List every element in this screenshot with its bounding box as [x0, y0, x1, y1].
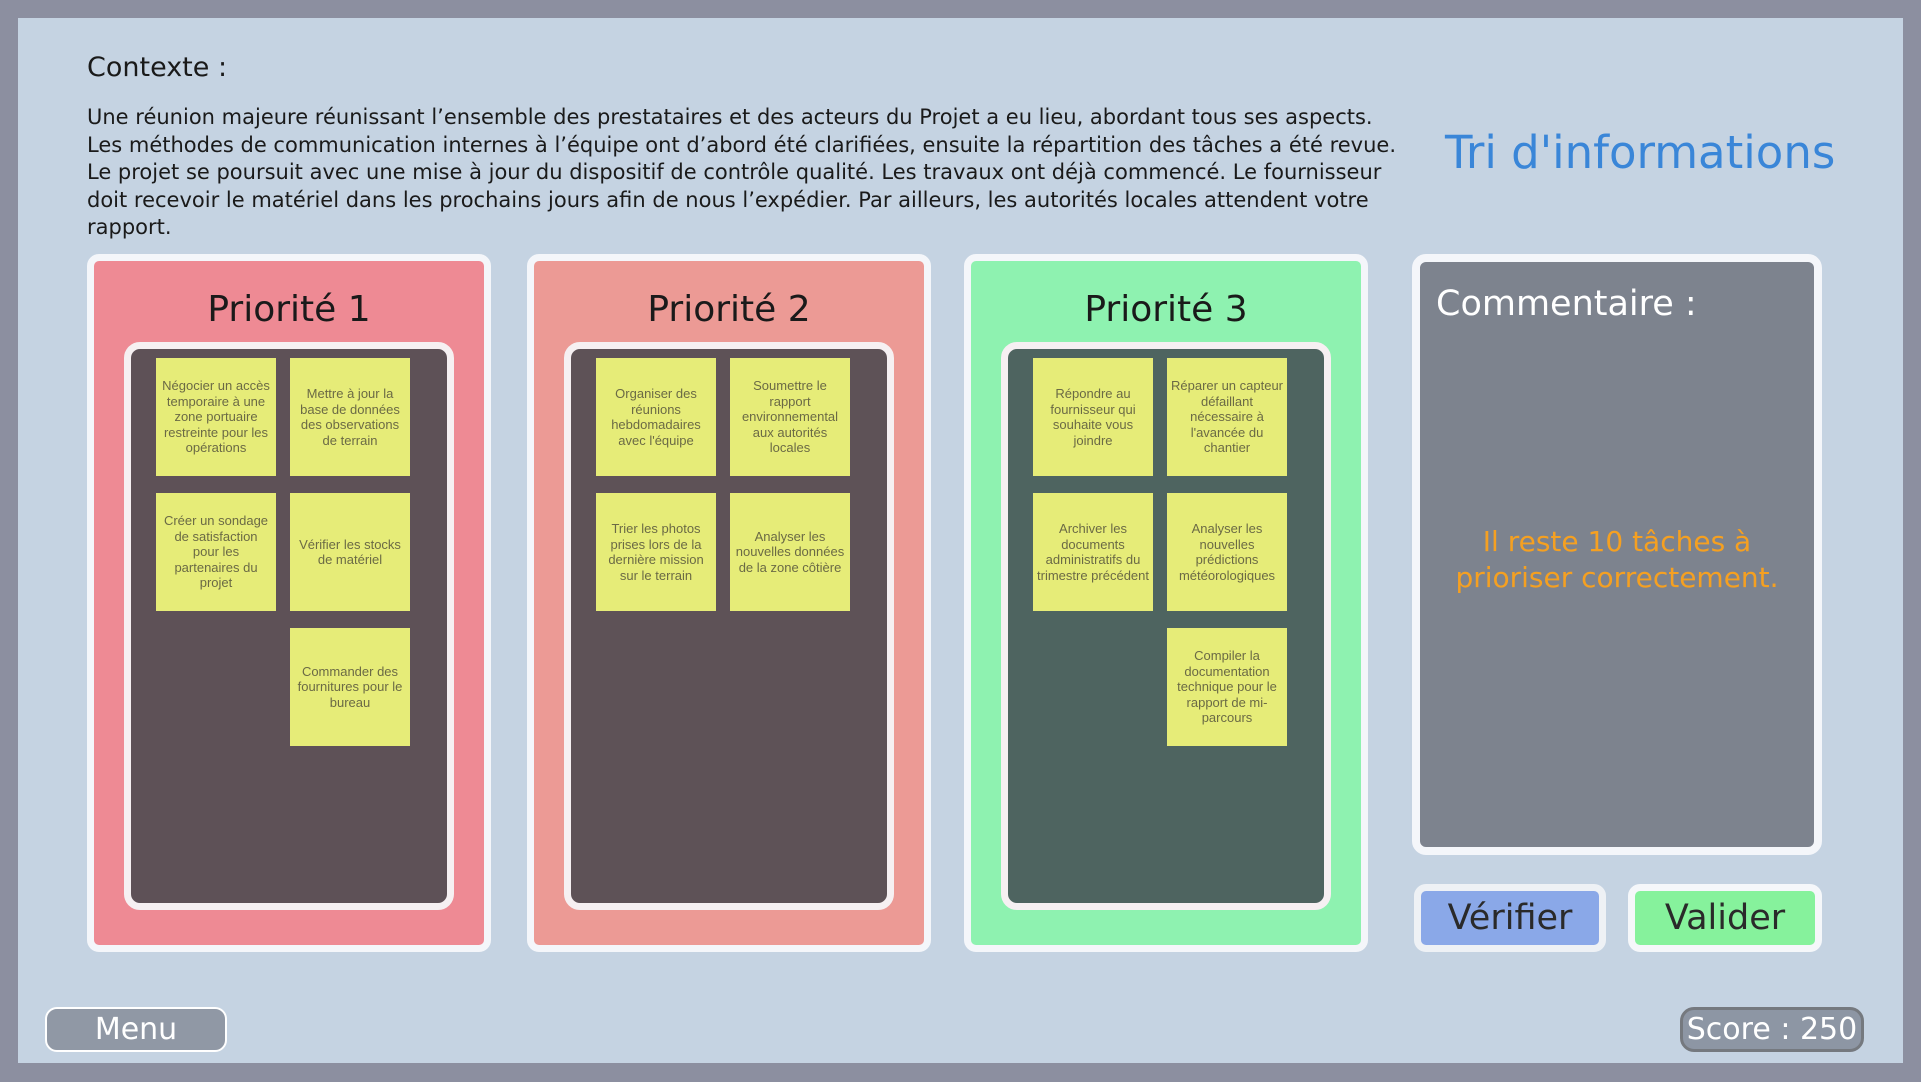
task-note[interactable]: Commander des fournitures pour le bureau [290, 628, 410, 746]
comment-title: Commentaire : [1436, 284, 1697, 324]
task-note[interactable]: Négocier un accès temporaire à une zone … [156, 358, 276, 476]
task-note[interactable]: Vérifier les stocks de matériel [290, 493, 410, 611]
task-note[interactable]: Réparer un capteur défaillant nécessaire… [1167, 358, 1287, 476]
task-note[interactable]: Analyser les nouvelles prédictions météo… [1167, 493, 1287, 611]
priority-1-panel: Priorité 1 Négocier un accès temporaire à… [87, 254, 491, 952]
comment-message: Il reste 10 tâches à prioriser correctem… [1455, 525, 1779, 594]
priority-1-drop-zone[interactable]: Négocier un accès temporaire à une zone … [124, 342, 454, 910]
comment-panel: Commentaire : Il reste 10 tâches à prior… [1412, 254, 1822, 855]
task-note[interactable]: Organiser des réunions hebdomadaires ave… [596, 358, 716, 476]
validate-button[interactable]: Valider [1628, 884, 1822, 952]
priority-3-panel: Priorité 3 Répondre au fournisseur qui so… [964, 254, 1368, 952]
priority-2-panel: Priorité 2 Organiser des réunions hebdoma… [527, 254, 931, 952]
task-note[interactable]: Archiver les documents administratifs du… [1033, 493, 1153, 611]
score-badge: Score : 250 [1680, 1007, 1864, 1052]
game-screen: Contexte : Une réunion majeure réunissan… [18, 18, 1903, 1063]
priority-2-drop-zone[interactable]: Organiser des réunions hebdomadaires ave… [564, 342, 894, 910]
panel-title: Priorité 3 [1084, 289, 1248, 330]
menu-button[interactable]: Menu [45, 1007, 227, 1052]
task-note[interactable]: Trier les photos prises lors de la derni… [596, 493, 716, 611]
context-title: Contexte : [87, 52, 228, 83]
page-title: Tri d'informations [1445, 126, 1836, 179]
priority-3-drop-zone[interactable]: Répondre au fournisseur qui souhaite vou… [1001, 342, 1331, 910]
panel-title: Priorité 1 [207, 289, 371, 330]
task-note[interactable]: Compiler la documentation technique pour… [1167, 628, 1287, 746]
task-note[interactable]: Répondre au fournisseur qui souhaite vou… [1033, 358, 1153, 476]
task-note[interactable]: Mettre à jour la base de données des obs… [290, 358, 410, 476]
task-note[interactable]: Soumettre le rapport environnemental aux… [730, 358, 850, 476]
panel-title: Priorité 2 [647, 289, 811, 330]
verify-button[interactable]: Vérifier [1414, 884, 1606, 952]
context-text: Une réunion majeure réunissant l’ensembl… [87, 105, 1396, 239]
task-note[interactable]: Analyser les nouvelles données de la zon… [730, 493, 850, 611]
task-note[interactable]: Créer un sondage de satisfaction pour le… [156, 493, 276, 611]
